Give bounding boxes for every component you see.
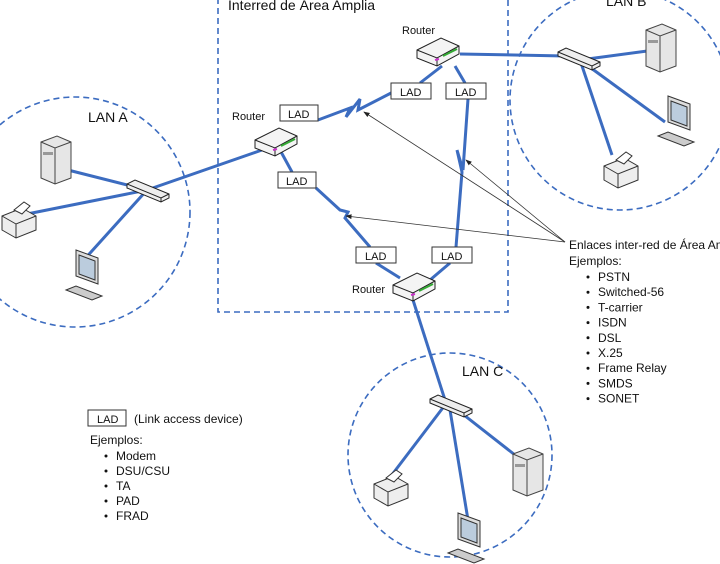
printer-icon bbox=[603, 151, 639, 189]
lan-b-label: LAN B bbox=[606, 0, 646, 9]
printer-icon bbox=[1, 201, 37, 239]
example-item: DSU/CSU bbox=[116, 464, 170, 478]
legend: LAD (Link access device) Ejemplos: Modem… bbox=[87, 409, 243, 523]
bullet bbox=[586, 397, 590, 401]
example-item: PAD bbox=[116, 494, 140, 508]
router-label: Router bbox=[402, 25, 435, 37]
router-icon bbox=[416, 37, 460, 67]
lad-box: LAD bbox=[279, 104, 319, 122]
svg-text:LAD: LAD bbox=[441, 251, 462, 263]
network-links bbox=[21, 48, 666, 521]
wan-links-note: Enlaces inter-red de Área Amplia Ejemplo… bbox=[569, 237, 720, 406]
svg-text:Enlaces inter-red de Área Ampl: Enlaces inter-red de Área Amplia bbox=[569, 237, 720, 252]
example-item: PSTN bbox=[598, 270, 630, 284]
lad-box: LAD bbox=[277, 171, 317, 189]
svg-text:Ejemplos:: Ejemplos: bbox=[569, 254, 622, 268]
lan-b-boundary bbox=[509, 0, 720, 211]
wan-title: Interred de Área Amplia bbox=[228, 0, 375, 13]
svg-text:LAD: LAD bbox=[288, 109, 309, 121]
svg-text:LAD: LAD bbox=[97, 414, 118, 426]
example-item: SMDS bbox=[598, 376, 633, 390]
server-icon bbox=[40, 135, 72, 185]
example-item: SONET bbox=[598, 392, 640, 406]
svg-text:Ejemplos:: Ejemplos: bbox=[90, 433, 143, 447]
example-item: Frame Relay bbox=[598, 361, 667, 375]
example-item: T-carrier bbox=[598, 300, 643, 314]
bullet bbox=[586, 290, 590, 294]
lad-box: LAD bbox=[431, 246, 473, 264]
bullet bbox=[586, 305, 590, 309]
server-icon bbox=[645, 23, 677, 73]
svg-text:(Link access device): (Link access device) bbox=[134, 412, 243, 426]
bullet bbox=[586, 275, 590, 279]
lan-c-boundary bbox=[347, 352, 553, 558]
bullet bbox=[586, 336, 590, 340]
example-item: FRAD bbox=[116, 509, 149, 523]
example-item: X.25 bbox=[598, 346, 623, 360]
printer-icon bbox=[373, 469, 409, 507]
hub-icon bbox=[557, 47, 601, 71]
bullet bbox=[104, 469, 108, 473]
callout-arrows bbox=[345, 111, 566, 243]
bullet bbox=[104, 499, 108, 503]
example-item: Switched-56 bbox=[598, 285, 664, 299]
bullet bbox=[586, 366, 590, 370]
bullet bbox=[104, 514, 108, 518]
example-item: ISDN bbox=[598, 316, 627, 330]
pc-icon bbox=[447, 512, 485, 564]
bullet bbox=[104, 484, 108, 488]
svg-text:LAD: LAD bbox=[455, 87, 476, 99]
lan-c-label: LAN C bbox=[462, 363, 503, 379]
example-item: TA bbox=[116, 479, 130, 493]
router-label: Router bbox=[232, 111, 265, 123]
bullet bbox=[104, 454, 108, 458]
server-icon bbox=[512, 447, 544, 497]
lan-a-boundary bbox=[0, 96, 191, 328]
pc-icon bbox=[65, 249, 103, 301]
lan-a-label: LAN A bbox=[88, 109, 128, 125]
bullet bbox=[586, 381, 590, 385]
router-label: Router bbox=[352, 284, 385, 296]
svg-text:LAD: LAD bbox=[365, 251, 386, 263]
example-item: DSL bbox=[598, 331, 622, 345]
svg-text:LAD: LAD bbox=[286, 176, 307, 188]
example-item: Modem bbox=[116, 449, 156, 463]
lad-box: LAD bbox=[355, 246, 397, 264]
lad-box: LAD bbox=[390, 82, 432, 100]
bullet bbox=[586, 321, 590, 325]
bullet bbox=[586, 351, 590, 355]
lad-box: LAD bbox=[445, 82, 487, 100]
wan-boundary bbox=[217, 0, 509, 313]
svg-text:LAD: LAD bbox=[400, 87, 421, 99]
